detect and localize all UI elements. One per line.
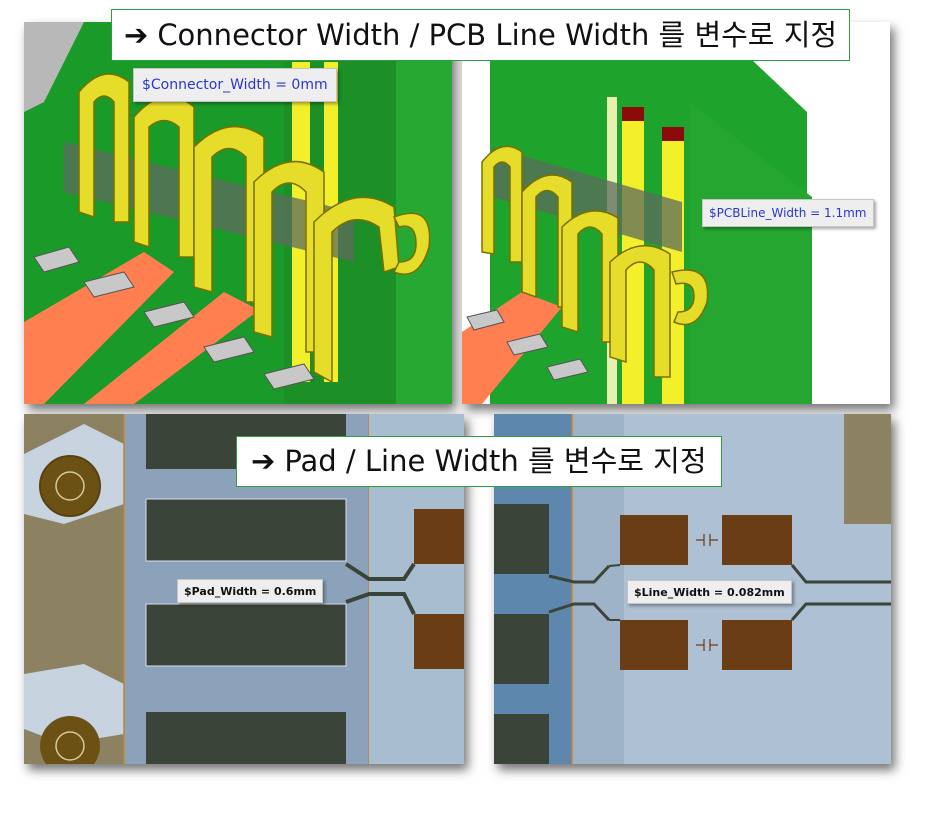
title-banner-top: ➔ Connector Width / PCB Line Width 를 변수로…	[111, 9, 851, 61]
line-width-label[interactable]: $Line_Width = 0.082mm	[627, 580, 792, 604]
title-top-text: Connector Width / PCB Line Width 를 변수로 지…	[157, 17, 838, 52]
arrow-right-icon: ➔	[251, 444, 276, 478]
title-banner-bottom: ➔ Pad / Line Width 를 변수로 지정	[236, 436, 722, 487]
connector-3d-view[interactable]	[24, 22, 452, 404]
pcb-line-3d-view[interactable]	[462, 22, 890, 404]
title-bottom-text: Pad / Line Width 를 변수로 지정	[284, 444, 707, 478]
arrow-right-icon: ➔	[124, 17, 149, 52]
pad-width-label[interactable]: $Pad_Width = 0.6mm	[177, 579, 324, 603]
connector-3d-render	[24, 22, 452, 404]
pcb-line-width-label[interactable]: $PCBLine_Width = 1.1mm	[702, 199, 874, 227]
connector-width-label[interactable]: $Connector_Width = 0mm	[133, 68, 337, 102]
